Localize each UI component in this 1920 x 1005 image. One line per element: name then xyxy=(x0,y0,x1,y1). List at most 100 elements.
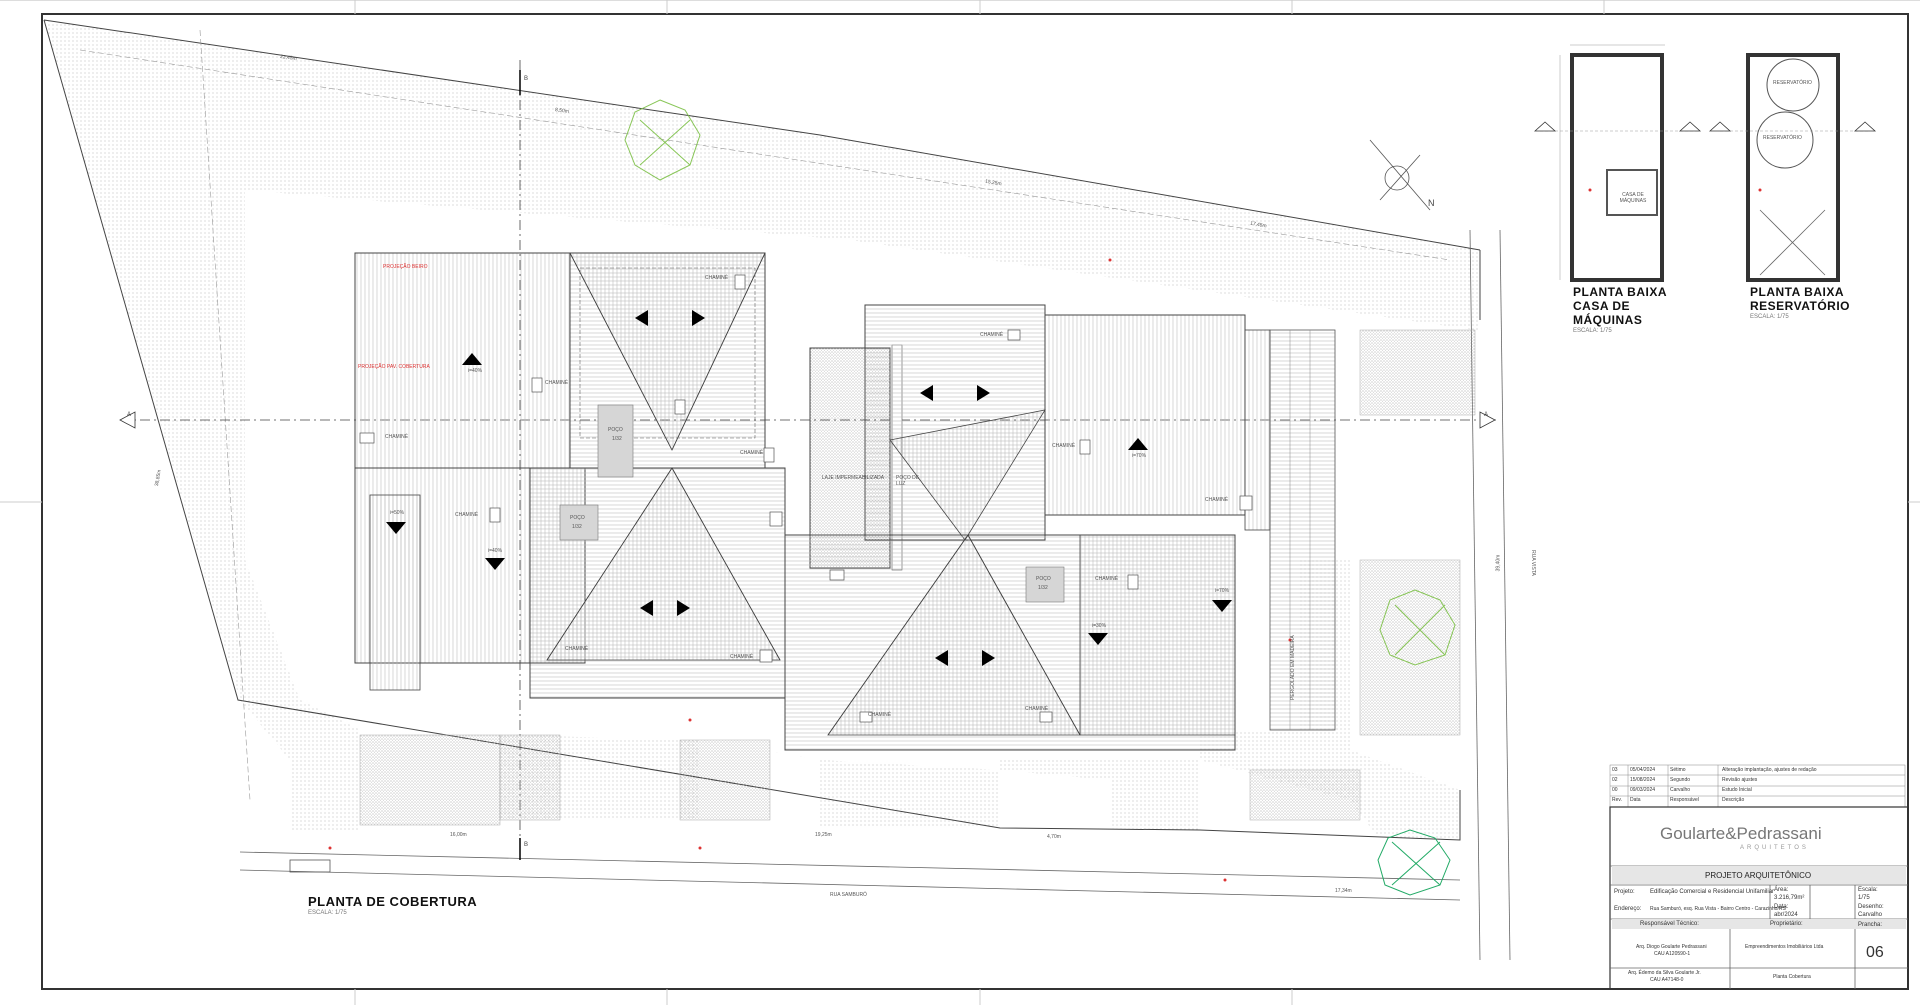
roof-right-far xyxy=(1044,314,1246,516)
sheet-name: Planta Cobertura xyxy=(1773,974,1811,980)
prancha-label: Prancha: xyxy=(1858,922,1883,928)
detail-left-title-3: MÁQUINAS xyxy=(1573,313,1643,327)
firm-logo-name: Goularte&Pedrassani xyxy=(1660,824,1822,843)
poco-1-sub: 1/32 xyxy=(612,436,622,442)
chimney-label: CHAMINÉ xyxy=(565,646,589,652)
arq1-cau: CAU A120590-1 xyxy=(1654,951,1691,957)
detail-right-title-1: PLANTA BAIXA xyxy=(1750,285,1844,299)
revision-cell: Responsável xyxy=(1670,797,1699,803)
slope-label: i=50% xyxy=(390,510,405,516)
data-value: abr/2024 xyxy=(1774,912,1798,918)
slope-label: i=40% xyxy=(468,368,483,374)
prancha-number: 06 xyxy=(1866,944,1884,961)
desenho-value: Carvalho xyxy=(1858,912,1883,918)
projeto-label: Projeto: xyxy=(1614,889,1635,895)
dim-label: 16,00m xyxy=(450,832,467,838)
arq2-cau: CAU A47148-0 xyxy=(1650,977,1684,983)
detail-right-title: PLANTA BAIXA RESERVATÓRIO xyxy=(1750,285,1850,313)
chimney-label: CHAMINÉ xyxy=(385,434,409,440)
chimney-label: CHAMINÉ xyxy=(1205,497,1229,503)
tank-label: RESERVATÓRIO xyxy=(1763,135,1802,141)
revision-cell: Estudo Inicial xyxy=(1722,787,1752,793)
detail-right-scale: ESCALA: 1/75 xyxy=(1750,314,1789,320)
pergolado xyxy=(1269,329,1336,731)
chimney-label: CHAMINÉ xyxy=(740,450,764,456)
poco-2-sub: 1/32 xyxy=(572,524,582,530)
desenho-label: Desenho: xyxy=(1858,904,1884,910)
revision-cell: 05/04/2024 xyxy=(1630,767,1656,773)
revision-cell: Segundo xyxy=(1670,777,1691,783)
revision-cell: 02 xyxy=(1612,777,1618,783)
area-value: 3.216,79m² xyxy=(1774,895,1805,901)
revision-cell: Sétimo xyxy=(1670,767,1686,773)
detail-casa-maquinas xyxy=(1533,44,1702,282)
north-label: N xyxy=(1428,198,1435,208)
section-cut-a-left: A xyxy=(127,412,132,418)
north-arrow-icon xyxy=(1369,139,1431,211)
pergolado-label: PERGOLADO EM MADEIRA xyxy=(1290,635,1296,700)
dim-label: 4,70m xyxy=(1047,834,1061,840)
revision-cell: Descrição xyxy=(1722,797,1745,803)
tank-label: RESERVATÓRIO xyxy=(1773,80,1812,86)
street-label-right: RUA VISTA xyxy=(1529,550,1536,576)
section-cut-b-bottom: B xyxy=(524,842,529,848)
detail-left-room: CASA DE MÁQUINAS xyxy=(1619,192,1647,204)
project-type: PROJETO ARQUITETÔNICO xyxy=(1705,871,1812,880)
revision-cell: 03 xyxy=(1612,767,1618,773)
tree-icon xyxy=(624,99,1456,666)
detail-left-scale: ESCALA: 1/75 xyxy=(1573,328,1612,334)
slope-label: i=30% xyxy=(1092,623,1107,629)
slope-label: i=40% xyxy=(488,548,503,554)
poco-luz-label: POÇO DE LUZ xyxy=(896,475,920,487)
street-label-bottom: RUA SAMBURÓ xyxy=(830,892,867,898)
proprietario-label: Proprietário: xyxy=(1770,921,1803,927)
arq2-name: Arq. Édemo da Silva Goularte Jr. xyxy=(1628,970,1701,976)
escala-value: 1/75 xyxy=(1858,895,1870,901)
chimney-label: CHAMINÉ xyxy=(455,512,479,518)
detail-reservatorio xyxy=(1708,53,1877,282)
laje-label: LAJE IMPERMEABILIZADA xyxy=(821,475,885,481)
endereco-value: Rua Samburó, esq. Rua Vista - Bairro Cen… xyxy=(1650,906,1786,912)
escala-label: Escala: xyxy=(1858,887,1878,893)
chimney-label: CHAMINÉ xyxy=(1095,576,1119,582)
area-label: Área: xyxy=(1774,887,1789,893)
poco-1-label: POÇO xyxy=(608,427,623,433)
firm-logo-sub: ARQUITETOS xyxy=(1740,845,1809,851)
revision-cell: Alteração implantação, ajustes de redaçã… xyxy=(1722,767,1817,773)
slope-label: i=70% xyxy=(1132,453,1147,459)
chimney-label: CHAMINÉ xyxy=(868,712,892,718)
drawing-scale: ESCALA: 1/75 xyxy=(308,910,347,916)
poco-3 xyxy=(1025,566,1065,603)
section-cut-b-top: B xyxy=(524,76,529,82)
proprietario-name: Empreendimentos Imobiliários Ltda xyxy=(1745,944,1824,950)
revision-cell: Rev. xyxy=(1612,797,1622,803)
chimney-label: CHAMINÉ xyxy=(1025,706,1049,712)
detail-left-title-2: CASA DE xyxy=(1573,299,1631,313)
revision-cell: 00 xyxy=(1612,787,1618,793)
revision-cell: Data xyxy=(1630,797,1641,803)
poco-3-sub: 1/32 xyxy=(1038,585,1048,591)
poco-1 xyxy=(597,404,634,478)
dim-label: 19,25m xyxy=(815,832,832,838)
section-cut-a-right: A xyxy=(1484,412,1489,418)
drawing-title: PLANTA DE COBERTURA xyxy=(308,894,478,909)
endereco-label: Endereço: xyxy=(1614,906,1642,912)
resp-tecnico-label: Responsável Técnico: xyxy=(1640,921,1699,927)
revision-cell: Revisão ajustes xyxy=(1722,777,1758,783)
chimney-label: CHAMINÉ xyxy=(545,380,569,386)
detail-right-title-2: RESERVATÓRIO xyxy=(1750,299,1851,313)
poco-3-label: POÇO xyxy=(1036,576,1051,582)
projecao-beiro-label: PROJEÇÃO BEIRO xyxy=(383,264,428,270)
chimney-label: CHAMINÉ xyxy=(1052,443,1076,449)
projeto-value: Edificação Comercial e Residencial Unifa… xyxy=(1650,889,1775,895)
roof-left-upper xyxy=(354,252,571,469)
arq1-name: Arq. Diogo Goularte Pedrassani xyxy=(1636,944,1707,950)
revision-cell: Carvalho xyxy=(1670,787,1691,793)
chimney-label: CHAMINÉ xyxy=(730,654,754,660)
data-label: Data: xyxy=(1774,904,1789,910)
revision-cell: 15/08/2024 xyxy=(1630,777,1656,783)
chimney-label: CHAMINÉ xyxy=(705,275,729,281)
poco-2 xyxy=(559,504,599,541)
dim-label: 17,34m xyxy=(1335,888,1352,894)
